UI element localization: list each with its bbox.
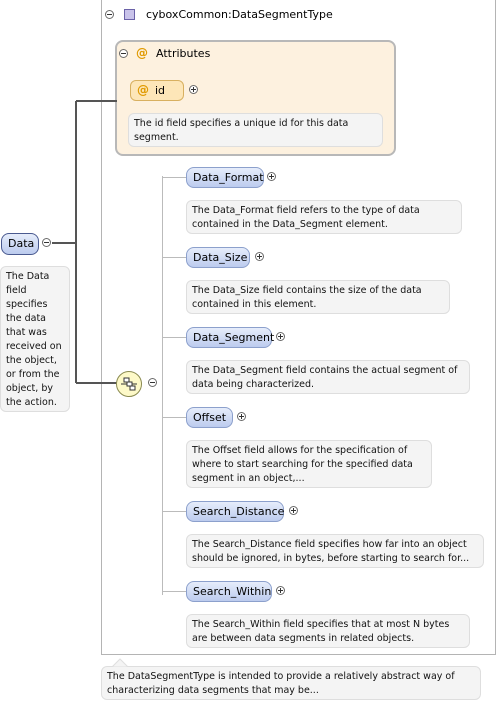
- element-connector: [162, 417, 186, 418]
- element-label: Offset: [193, 411, 227, 424]
- sequence-bracket: [162, 176, 163, 595]
- element-search-within[interactable]: Search_Within: [186, 581, 272, 602]
- element-connector: [162, 337, 186, 338]
- type-doc-pointer: [112, 658, 128, 667]
- element-offset[interactable]: Offset: [186, 407, 233, 428]
- element-label: Data_Format: [193, 171, 264, 184]
- element-label: Data_Size: [193, 251, 248, 264]
- sequence-connector: [76, 382, 117, 384]
- sequence-collapse-toggle[interactable]: [148, 378, 157, 387]
- element-connector: [162, 511, 186, 512]
- attribute-id-doc: The id field specifies a unique id for t…: [128, 113, 383, 147]
- root-element-data[interactable]: Data: [1, 233, 39, 255]
- element-search-distance[interactable]: Search_Distance: [186, 501, 284, 522]
- element-offset-doc: The Offset field allows for the specific…: [186, 440, 432, 488]
- element-data-format-doc: The Data_Format field refers to the type…: [186, 200, 462, 234]
- element-data-size[interactable]: Data_Size: [186, 247, 250, 268]
- element-connector: [162, 591, 186, 592]
- element-label: Data_Segment: [193, 331, 275, 344]
- attribute-id-label: id: [155, 84, 166, 97]
- type-doc: The DataSegmentType is intended to provi…: [101, 666, 481, 700]
- element-search-distance-doc: The Search_Distance field specifies how …: [186, 534, 484, 568]
- element-search-distance-expand-toggle[interactable]: [289, 506, 298, 515]
- element-search-within-doc: The Search_Within field specifies that a…: [186, 614, 470, 648]
- element-label: Search_Distance: [193, 505, 285, 518]
- root-element-label: Data: [8, 237, 35, 250]
- element-data-format[interactable]: Data_Format: [186, 167, 264, 188]
- type-collapse-toggle[interactable]: [105, 10, 114, 19]
- attributes-connector: [76, 100, 117, 102]
- root-connector: [52, 242, 76, 244]
- root-doc: The Data field specifies the data that w…: [0, 266, 70, 412]
- element-connector: [162, 257, 186, 258]
- root-collapse-toggle[interactable]: [42, 238, 51, 247]
- element-data-segment-expand-toggle[interactable]: [276, 332, 285, 341]
- attributes-collapse-toggle[interactable]: [119, 49, 128, 58]
- element-search-within-expand-toggle[interactable]: [276, 586, 285, 595]
- element-data-size-expand-toggle[interactable]: [255, 252, 264, 261]
- trunk-connector: [75, 101, 77, 383]
- attribute-id-at-icon: @: [137, 83, 149, 97]
- element-connector: [162, 177, 186, 178]
- attribute-id-expand-toggle[interactable]: [189, 85, 198, 94]
- element-data-segment-doc: The Data_Segment field contains the actu…: [186, 360, 470, 394]
- type-name: cyboxCommon:DataSegmentType: [146, 8, 333, 21]
- element-offset-expand-toggle[interactable]: [237, 412, 246, 421]
- sequence-compositor-icon[interactable]: [116, 371, 142, 397]
- attribute-at-icon: @: [136, 46, 148, 60]
- element-data-segment[interactable]: Data_Segment: [186, 327, 275, 348]
- element-data-format-expand-toggle[interactable]: [267, 172, 276, 181]
- element-data-size-doc: The Data_Size field contains the size of…: [186, 280, 450, 314]
- element-label: Search_Within: [193, 585, 272, 598]
- attributes-title: Attributes: [156, 47, 211, 60]
- attribute-id[interactable]: [130, 80, 184, 101]
- complex-type-icon: [124, 9, 135, 20]
